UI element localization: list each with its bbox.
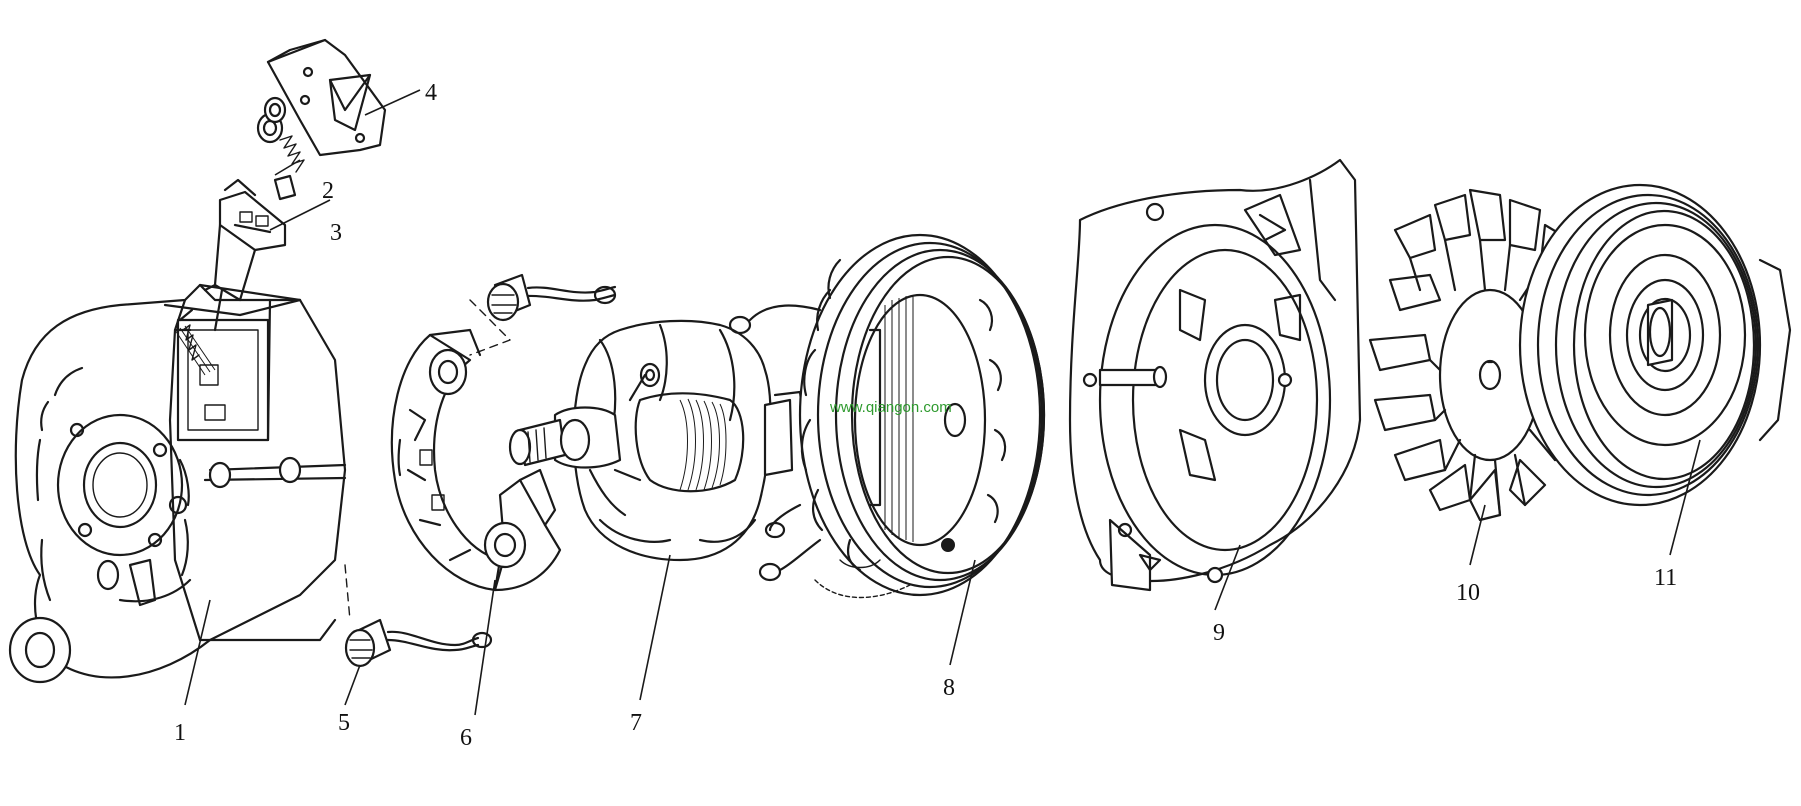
part-label-8: 8 <box>943 675 955 701</box>
drive-end-housing <box>1068 158 1362 592</box>
brush-holder <box>203 178 287 302</box>
terminal-lead-upper <box>486 273 617 322</box>
housing-spring <box>182 324 200 361</box>
part-label-2: 2 <box>322 178 334 204</box>
pulley <box>1518 183 1792 507</box>
part-label-7: 7 <box>630 710 642 736</box>
part-label-9: 9 <box>1213 620 1225 646</box>
terminal-lead-lower <box>344 618 493 668</box>
part-label-1: 1 <box>174 720 186 746</box>
watermark-text: www.qiangon.com <box>829 399 952 416</box>
brush-cover <box>266 38 387 157</box>
leader-lines <box>184 89 1701 716</box>
part-label-6: 6 <box>460 725 472 751</box>
alignment-dashes-5 <box>344 564 351 621</box>
part-label-4: 4 <box>425 80 437 106</box>
rotor <box>508 319 804 562</box>
stator <box>728 233 1046 599</box>
part-label-10: 10 <box>1456 580 1480 606</box>
rectifier-plate <box>390 328 562 592</box>
alignment-dashes-6 <box>469 299 511 356</box>
part-label-11: 11 <box>1654 565 1677 591</box>
rear-end-housing <box>8 283 347 684</box>
part-labels: 1 2 3 4 5 6 7 8 9 10 11 <box>174 80 1677 751</box>
part-label-3: 3 <box>330 220 342 246</box>
brush-and-spring <box>256 96 305 201</box>
part-label-5: 5 <box>338 710 350 736</box>
